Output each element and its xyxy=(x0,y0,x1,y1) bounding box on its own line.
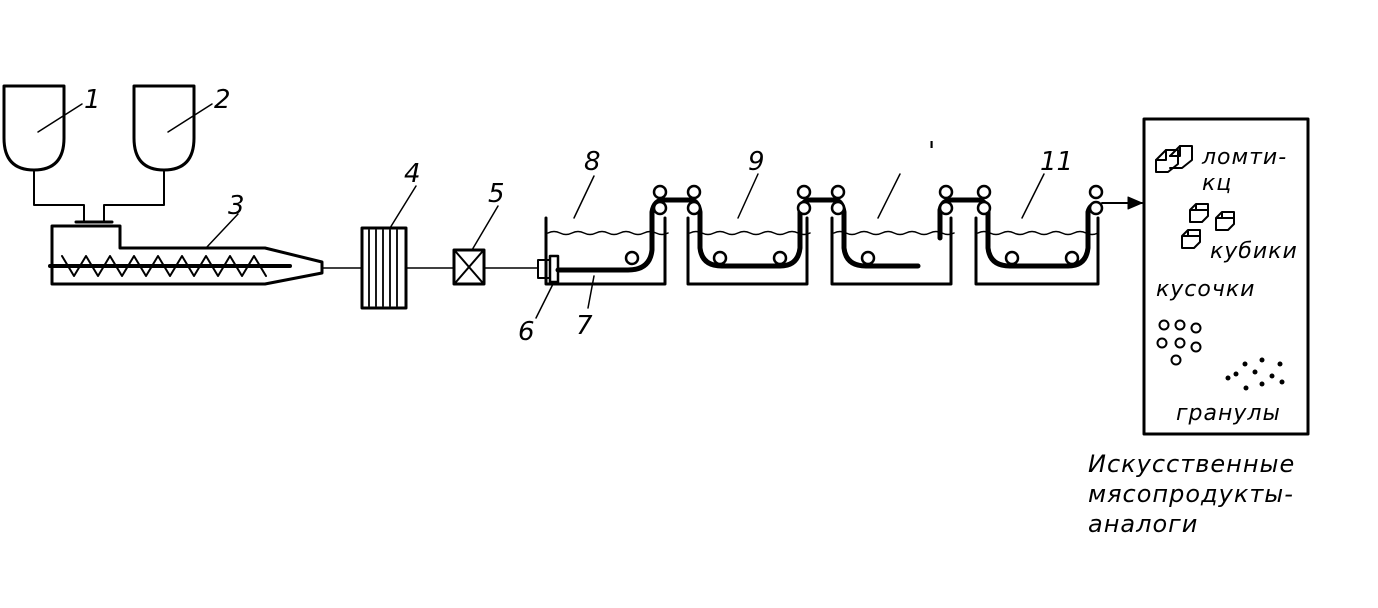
bath-8 xyxy=(544,216,667,286)
product-granules-label: гранулы xyxy=(1176,401,1281,426)
label-10: ' xyxy=(928,137,935,167)
liquid-levels xyxy=(547,230,1099,236)
label-7: 7 xyxy=(576,311,593,341)
label-6: 6 xyxy=(518,317,535,347)
label-4: 4 xyxy=(404,159,421,189)
caption-line-1: Искусственные xyxy=(1088,450,1295,478)
die-6 xyxy=(537,259,551,279)
caption-line-3: аналоги xyxy=(1088,510,1198,538)
product-slices-label: ломти- xyxy=(1201,145,1287,170)
label-11: 11 xyxy=(1040,147,1073,177)
output-arrowhead xyxy=(1127,196,1143,210)
label-2: 2 xyxy=(214,85,231,115)
unit-5 xyxy=(452,248,486,286)
product-cubes-label: кубики xyxy=(1210,239,1298,264)
hopper-2 xyxy=(132,84,196,172)
product-slices-label-cont: кц xyxy=(1202,171,1232,196)
label-5: 5 xyxy=(488,179,505,209)
hopper-1 xyxy=(2,84,66,172)
label-3: 3 xyxy=(228,191,245,221)
cubes-icon xyxy=(1181,203,1235,249)
bath-10 xyxy=(830,216,953,286)
granules-icon xyxy=(1225,357,1285,391)
extruder-body xyxy=(50,224,324,286)
pieces-icon xyxy=(1156,319,1202,366)
label-8: 8 xyxy=(584,147,601,177)
label-1: 1 xyxy=(84,85,101,115)
caption-line-2: мясопродукты- xyxy=(1088,480,1294,508)
bath-11 xyxy=(974,216,1100,286)
slices-icon xyxy=(1155,145,1193,173)
product-box xyxy=(1142,117,1310,436)
unit-5-cross xyxy=(455,251,483,283)
product-pieces-label: кусочки xyxy=(1156,277,1255,302)
leader-lines xyxy=(37,103,1045,319)
extruder-screw xyxy=(61,255,267,277)
bath-9 xyxy=(686,216,809,286)
feed-pipe xyxy=(33,169,165,223)
label-9: 9 xyxy=(748,147,765,177)
unit-4-ribs xyxy=(368,229,398,307)
guide-rollers xyxy=(624,184,1104,266)
